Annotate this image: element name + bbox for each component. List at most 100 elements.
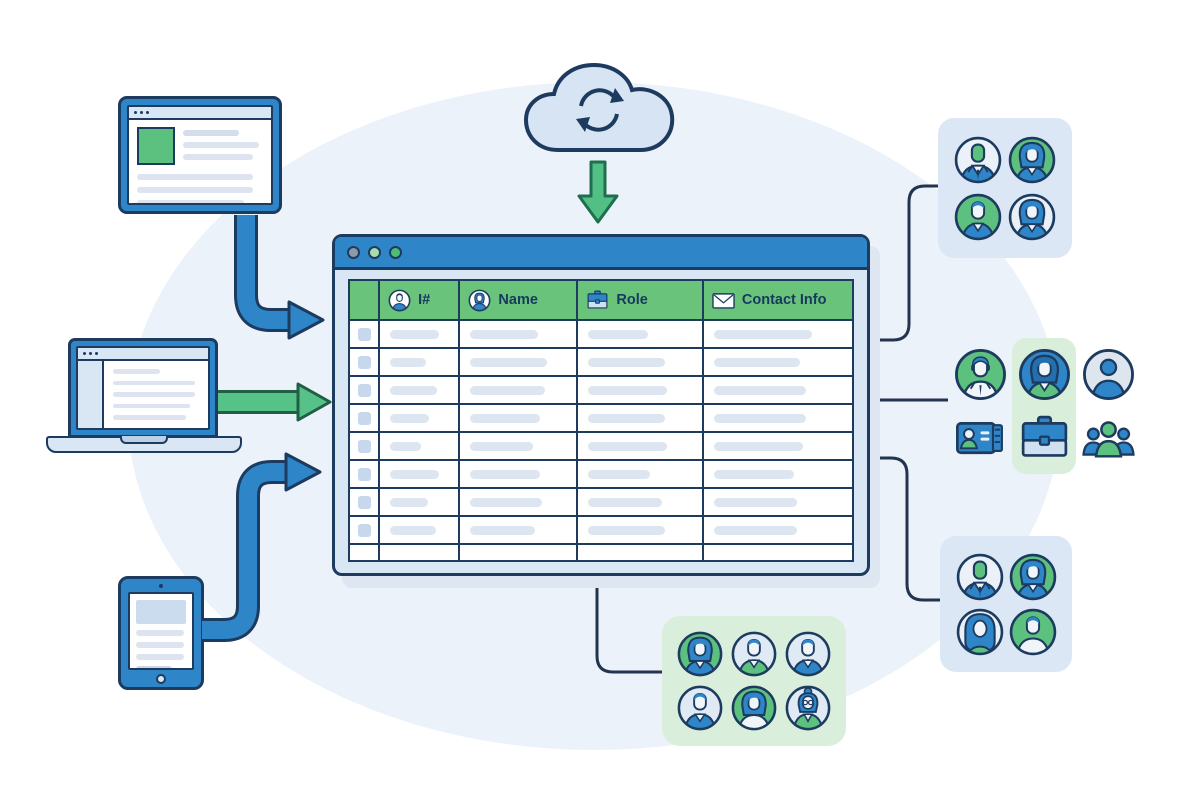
placeholder-text [713,497,797,507]
placeholder-text [470,497,543,507]
row-checkbox[interactable] [357,523,371,537]
placeholder-text [470,413,540,423]
column-header-role[interactable]: Role [578,281,704,319]
column-header-name[interactable]: Name [460,281,579,319]
column-label: Role [616,292,648,308]
table-row[interactable] [350,321,852,349]
blue-curved-arrow-icon [234,215,325,340]
i-envelope-icon [711,288,736,313]
p-man-white-top-green-icon [1007,606,1059,658]
window-control-close-button[interactable] [347,245,360,259]
p-man-headset-green-icon [952,346,1009,403]
placeholder-text [713,385,806,395]
avatar-group-middle-right [948,338,1140,474]
placeholder-text [470,329,538,339]
row-checkbox[interactable] [357,383,371,397]
laptop-sidebar [78,361,104,428]
placeholder-text [588,441,668,451]
tablet-home-button [156,674,166,684]
placeholder-text [390,469,439,479]
avatar-group-bottom-center [662,616,846,746]
image-placeholder [137,127,175,165]
table-row[interactable] [350,489,852,517]
table-row[interactable] [350,517,852,545]
laptop-dot-icon [83,352,86,355]
placeholder-line [113,403,191,409]
i-idcard-icon [952,410,1009,467]
green-straight-arrow-icon [218,382,332,422]
laptop-notch [120,436,168,444]
placeholder-line [137,174,253,180]
placeholder-text [713,469,794,479]
app-window: I#Name Role Contact Info [332,234,870,576]
row-checkbox[interactable] [357,327,371,341]
p-woman-hijab-icon [954,606,1006,658]
placeholder-line [113,369,161,374]
i-briefcase-icon [585,288,610,313]
window-control-minimize-button[interactable] [368,245,381,259]
row-checkbox[interactable] [357,495,371,509]
placeholder-line [183,142,259,148]
green-down-arrow-icon [577,160,619,224]
placeholder-text [713,525,797,535]
p-man-blue-light-icon [675,683,725,733]
row-checkbox[interactable] [357,439,371,453]
p-woman-blue-green-icon [675,629,725,679]
laptop-dot-icon [95,352,98,355]
i-user-man-icon [387,288,412,313]
placeholder-line [113,415,187,420]
browser-titlebar [129,107,271,120]
placeholder-text [390,357,427,367]
sync-cloud-icon [523,62,675,152]
p-woman-green-top-blue-icon [1016,346,1073,403]
browser-dot-icon [140,111,143,114]
laptop-titlebar [78,348,208,361]
p-silhouette-icon [1080,346,1137,403]
avatar-group-top-right [938,118,1072,258]
placeholder-line [136,630,184,636]
placeholder-text [390,385,438,395]
placeholder-text [588,385,668,395]
row-checkbox[interactable] [357,467,371,481]
placeholder-text [588,525,665,535]
placeholder-line [137,187,253,193]
laptop-dot-icon [89,352,92,355]
placeholder-text [713,441,803,451]
table-header-row: I#Name Role Contact Info [350,281,852,321]
column-label: Contact Info [741,292,827,308]
placeholder-line [136,654,184,660]
table-row[interactable] [350,377,852,405]
table-row[interactable] [350,461,852,489]
column-header-i-[interactable]: I# [380,281,461,319]
placeholder-text [588,413,665,423]
placeholder-text [390,441,422,451]
placeholder-text [470,469,540,479]
table-row[interactable] [350,349,852,377]
placeholder-text [470,357,547,367]
placeholder-text [588,329,648,339]
placeholder-text [390,525,436,535]
browser-dot-icon [146,111,149,114]
row-checkbox[interactable] [357,411,371,425]
placeholder-line [136,666,172,668]
placeholder-text [390,497,428,507]
column-header-contact-info[interactable]: Contact Info [704,281,852,319]
p-man-green-top-light-icon [729,629,779,679]
row-checkbox[interactable] [357,355,371,369]
placeholder-text [713,413,806,423]
p-woman-blue-green-icon [1007,551,1059,603]
placeholder-text [713,357,800,367]
column-header [350,281,381,319]
table-row[interactable] [350,405,852,433]
placeholder-text [470,441,534,451]
placeholder-text [588,357,665,367]
image-placeholder [136,600,186,624]
table-row-empty [350,545,852,560]
browser-dot-icon [134,111,137,114]
window-control-maximize-button[interactable] [389,245,402,259]
table-body [350,321,852,560]
placeholder-line [183,154,254,160]
table-row[interactable] [350,433,852,461]
